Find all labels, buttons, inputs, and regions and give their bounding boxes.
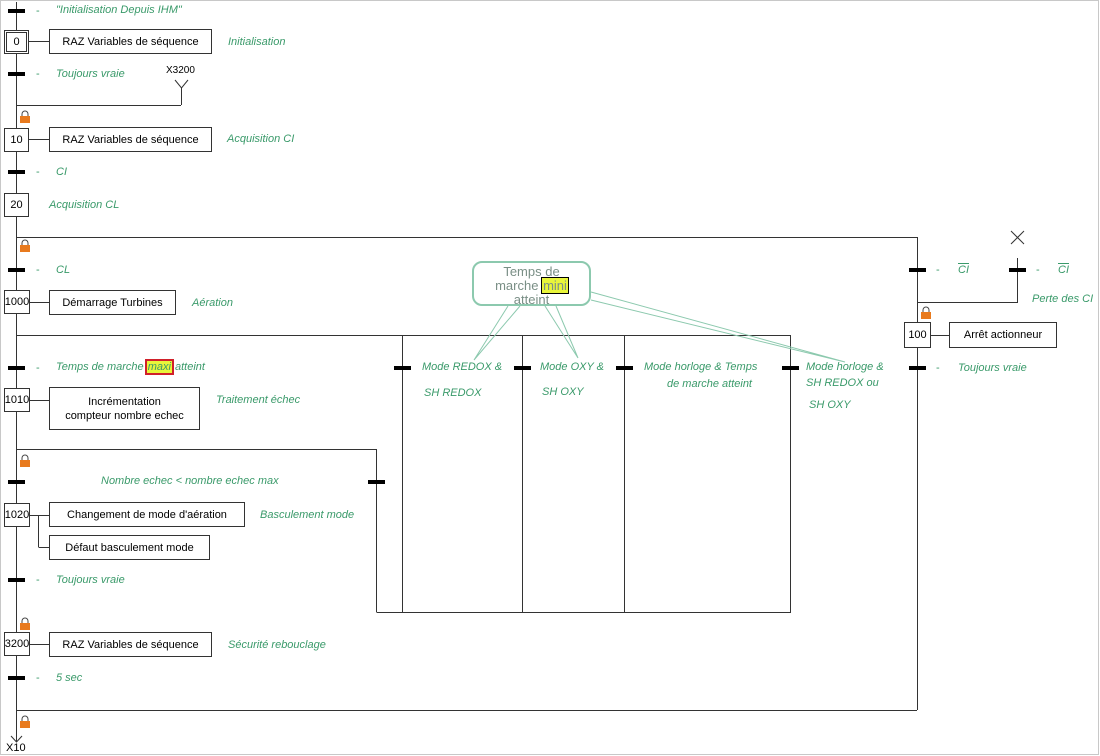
transition-dash: -: [36, 672, 40, 684]
jump-x10: X10: [6, 742, 26, 754]
comment-traitement-echec: Traitement échec: [216, 394, 301, 406]
transition-toujours-vraie-3: Toujours vraie: [958, 362, 1027, 374]
highlight-mini: mini: [541, 277, 569, 294]
transition-mode-horloge-sh: Mode horloge &: [806, 361, 884, 373]
step-1020[interactable]: 1020: [4, 503, 30, 527]
action-raz-step-10[interactable]: RAZ Variables de séquence: [49, 127, 212, 152]
action-raz-step-0[interactable]: RAZ Variables de séquence: [49, 29, 212, 54]
step-1000[interactable]: 1000: [4, 290, 30, 314]
transition-sh-oxy: SH OXY: [542, 386, 584, 398]
transition-ci: CI: [56, 166, 67, 178]
transition-mode-redox: Mode REDOX &: [422, 361, 503, 373]
transition-dash: -: [36, 362, 40, 374]
comment-basculement-mode: Basculement mode: [260, 509, 355, 521]
highlight-maxi: maxi: [144, 359, 174, 375]
transition-dash: -: [936, 264, 940, 276]
transition-temps-maxi: Temps de marche maxi atteint: [56, 359, 205, 375]
transition-dash: -: [36, 5, 40, 17]
transition-marche-atteint: de marche atteint: [667, 378, 752, 390]
transition-toujours-vraie-1: Toujours vraie: [56, 68, 125, 80]
transition-sh-redox-ou: SH REDOX ou: [806, 377, 879, 389]
transition-dash: -: [36, 574, 40, 586]
step-100[interactable]: 100: [904, 322, 931, 348]
action-defaut-basculement[interactable]: Défaut basculement mode: [49, 535, 210, 560]
step-20[interactable]: 20: [4, 193, 29, 217]
comment-securite-rebouclage: Sécurité rebouclage: [228, 639, 326, 651]
jump-x3200: X3200: [166, 65, 195, 76]
transition-dash: -: [1036, 264, 1040, 276]
transition-5-sec: 5 sec: [56, 672, 83, 684]
transition-nombre-echec: Nombre echec < nombre echec max: [101, 475, 279, 487]
action-demarrage-turbines[interactable]: Démarrage Turbines: [49, 290, 176, 315]
transition-dash: -: [36, 68, 40, 80]
transition-sh-redox: SH REDOX: [424, 387, 482, 399]
transition-mode-oxy: Mode OXY &: [540, 361, 604, 373]
comment-acquisition-cl: Acquisition CL: [49, 199, 120, 211]
step-10[interactable]: 10: [4, 128, 29, 152]
lock-icon: [20, 110, 931, 728]
action-raz-step-3200[interactable]: RAZ Variables de séquence: [49, 632, 212, 657]
action-incrementation[interactable]: Incrémentation compteur nombre echec: [49, 387, 200, 430]
comment-perte-des-ci: Perte des CI: [1032, 293, 1094, 305]
transition-dash: -: [936, 362, 940, 374]
action-arret-actionneur[interactable]: Arrêt actionneur: [949, 322, 1057, 348]
transition-dash: -: [36, 264, 40, 276]
transition-init-ihm: "Initialisation Depuis IHM": [56, 4, 182, 16]
comment-initialisation: Initialisation: [228, 36, 286, 48]
transition-dash: -: [36, 166, 40, 178]
transition-toujours-vraie-2: Toujours vraie: [56, 574, 125, 586]
transition-mode-horloge: Mode horloge & Temps: [644, 361, 758, 373]
callout-temps-mini: Temps de marche mini atteint: [472, 261, 591, 307]
comment-acquisition-ci: Acquisition CI: [227, 133, 295, 145]
step-1010[interactable]: 1010: [4, 388, 30, 412]
transition-not-ci-1: CI: [958, 264, 969, 276]
transition-not-ci-2: CI: [1058, 264, 1069, 276]
transition-cl: CL: [56, 264, 71, 276]
step-3200[interactable]: 3200: [4, 632, 30, 656]
step-0[interactable]: 0: [4, 30, 29, 54]
comment-aeration: Aération: [192, 297, 233, 309]
action-changement-mode[interactable]: Changement de mode d'aération: [49, 502, 245, 527]
transition-sh-oxy-2: SH OXY: [809, 399, 851, 411]
